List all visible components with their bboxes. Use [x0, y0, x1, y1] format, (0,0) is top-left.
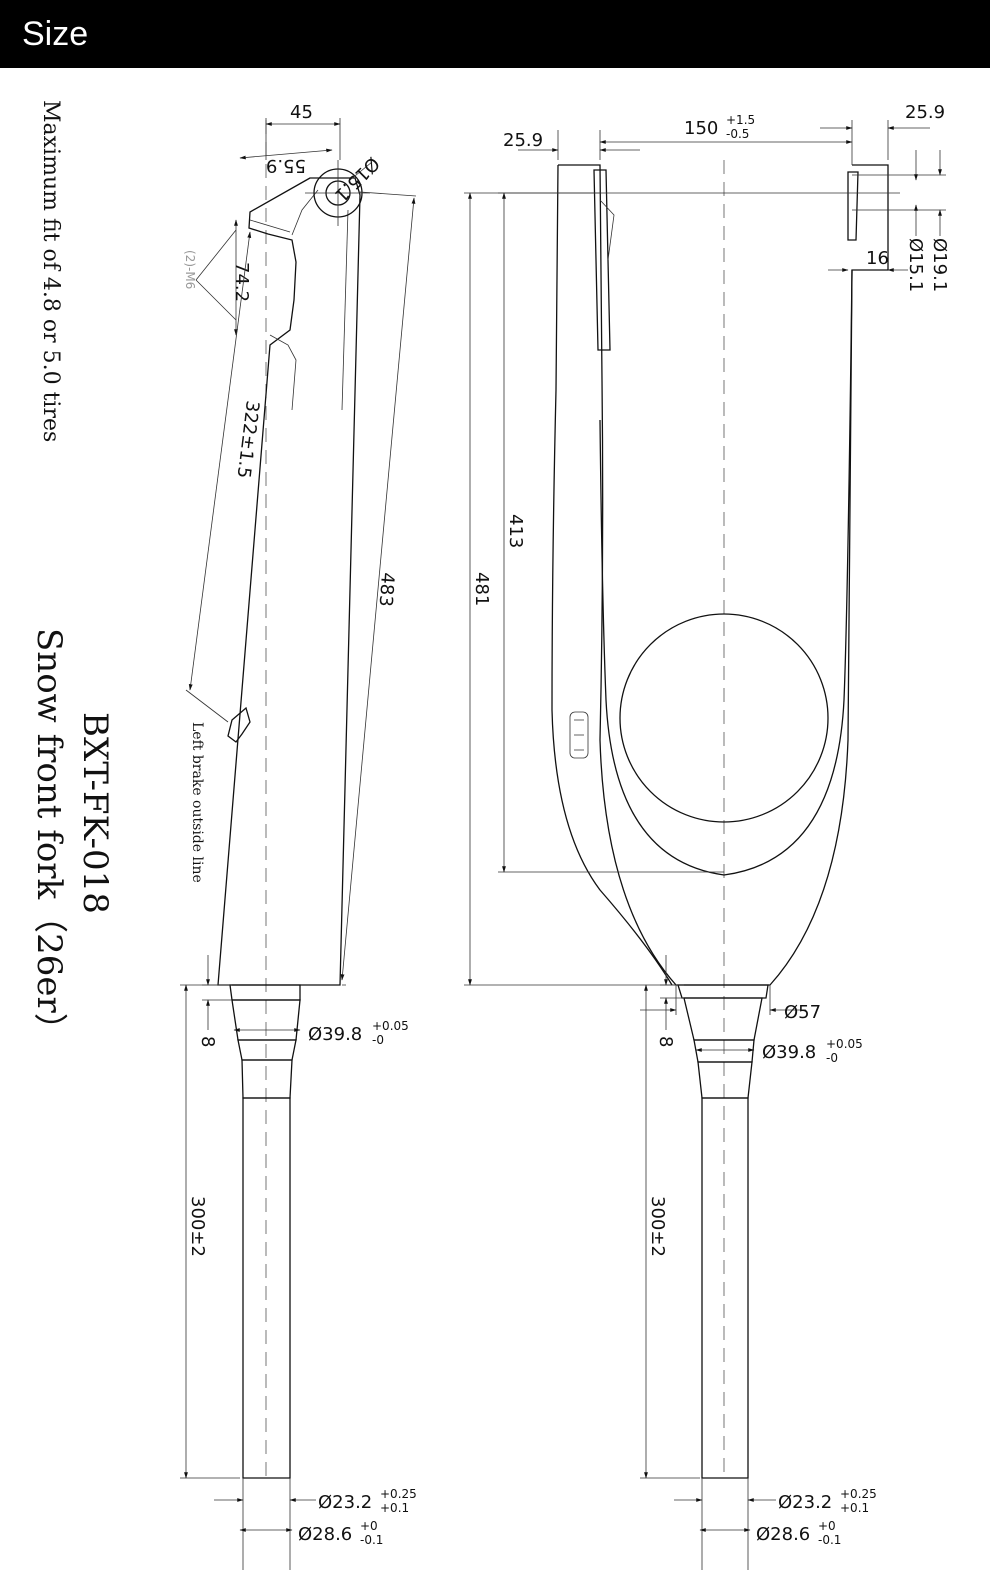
tire-fit-note: Maximum fit of 4.8 or 5.0 tires: [38, 100, 63, 442]
mount-note: (2)-M6: [183, 250, 197, 289]
side-dim-300: 300±2: [187, 1196, 208, 1257]
side-steerer-top-tol-upper: +0.25: [380, 1487, 417, 1501]
front-crown-race: [683, 997, 763, 1041]
front-hub-spacing: 150: [684, 118, 718, 139]
front-crown: [677, 984, 769, 999]
header-title: Size: [22, 15, 89, 53]
side-dim-45: 45: [290, 102, 313, 123]
front-dim-413: 413: [505, 514, 526, 548]
side-dim-8: 8: [197, 1036, 218, 1047]
side-steerer: [242, 1097, 291, 1479]
front-steerer-top-dia: Ø23.2: [778, 1492, 832, 1513]
tire-clearance-circle: [619, 613, 829, 823]
side-steerer-bottom-tol-lower: -0.1: [360, 1533, 383, 1547]
side-crown-race-dia: Ø39.8: [308, 1024, 362, 1045]
front-crown-race-dia: Ø39.8: [762, 1042, 816, 1063]
front-dim-dropout-left: 25.9: [503, 130, 543, 151]
brake-note: Left brake outside line: [189, 722, 205, 883]
front-steerer-bottom-dia: Ø28.6: [756, 1524, 810, 1545]
side-dim-322: 322±1.5: [233, 399, 263, 479]
side-steerer-bottom-tol-upper: +0: [360, 1519, 378, 1533]
side-notes: Maximum fit of 4.8 or 5.0 tires BXT-FK-0…: [29, 100, 115, 1047]
side-crown: [229, 984, 301, 1001]
side-dim-483: 483: [375, 572, 398, 608]
front-steerer-bottom-tol-lower: -0.1: [818, 1533, 841, 1547]
front-steerer-top-tol-upper: +0.25: [840, 1487, 877, 1501]
front-view: 25.9 150 +1.5 -0.5 25.9 Ø19.1 Ø15.1 16 4…: [464, 102, 950, 1570]
front-dim-inner-dia: Ø15.1: [905, 238, 926, 292]
side-steerer-top-tol-lower: +0.1: [380, 1501, 409, 1515]
front-crown-race-tol-upper: +0.05: [826, 1037, 863, 1051]
front-steerer: [701, 1097, 749, 1479]
front-dim-8: 8: [655, 1036, 676, 1047]
side-crown-race-tol-lower: -0: [372, 1033, 384, 1047]
front-steerer-bottom-tol-upper: +0: [818, 1519, 836, 1533]
product-label: Snow front fork（26er）: [29, 628, 69, 1047]
front-hub-spacing-tol-upper: +1.5: [726, 113, 755, 127]
side-dim-55-9: 55.9: [266, 155, 306, 176]
side-steerer-bottom-dia: Ø28.6: [298, 1524, 352, 1545]
front-dim-300: 300±2: [647, 1196, 668, 1257]
side-crown-race-tol-upper: +0.05: [372, 1019, 409, 1033]
header-bar: Size: [0, 0, 990, 68]
front-fork-outline: [558, 164, 889, 986]
brand-logo-mark: [569, 711, 589, 759]
front-hub-spacing-tol-lower: -0.5: [726, 127, 749, 141]
front-crown-race-tol-lower: -0: [826, 1051, 838, 1065]
front-dim-481: 481: [471, 572, 492, 606]
front-dim-tab-16: 16: [866, 248, 889, 269]
model-label: BXT-FK-018: [75, 712, 115, 914]
front-dim-dropout-right: 25.9: [905, 102, 945, 123]
front-dim-crown-dia: Ø57: [784, 1002, 821, 1023]
side-steerer-top-dia: Ø23.2: [318, 1492, 372, 1513]
front-steerer-top-tol-lower: +0.1: [840, 1501, 869, 1515]
brake-mount: [227, 706, 251, 743]
front-inner-arch: [599, 269, 853, 876]
front-dim-outer-dia: Ø19.1: [929, 238, 950, 292]
side-view: 45 55.9 Ø15.1 74.2 (2)-M6 322±1.5 Left b…: [180, 102, 417, 1570]
